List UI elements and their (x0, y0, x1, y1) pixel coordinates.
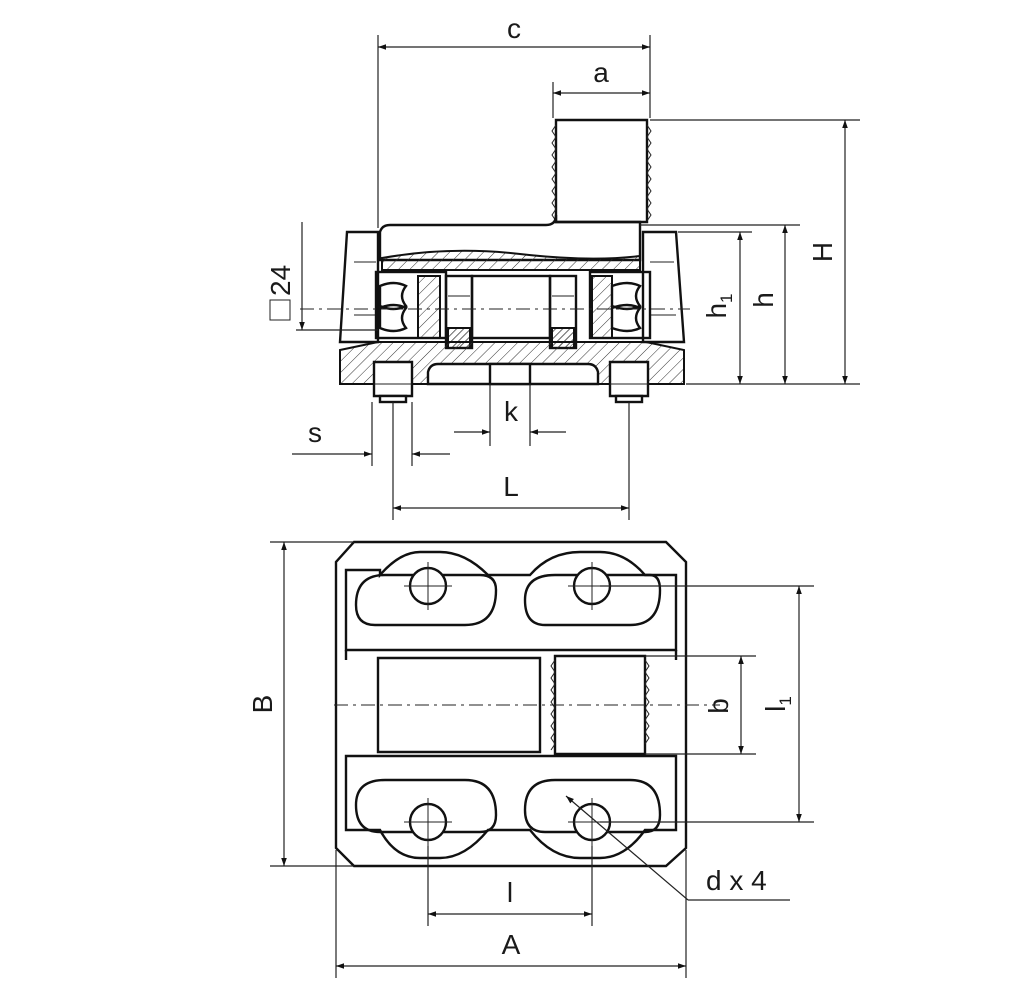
dim-h-label: h (748, 292, 779, 308)
side-view-dimensions: c a H h h1 24 k s (265, 13, 860, 520)
pad-top-right (523, 573, 662, 627)
base-plate-outline (334, 540, 688, 868)
pad-top-left (354, 573, 498, 627)
dim-square24-label: 24 (265, 265, 296, 296)
dim-square24: 24 (265, 265, 296, 321)
square-icon (269, 299, 291, 321)
jaw-section-hatch (381, 249, 641, 271)
dim-k-label: k (504, 396, 519, 427)
dim-c-label: c (507, 13, 521, 44)
dim-l1-label: l1 (760, 696, 795, 712)
key-slot (488, 362, 532, 386)
jaw-body (378, 214, 642, 262)
side-view (300, 118, 690, 404)
dim-h1-label: h1 (701, 293, 736, 318)
pad-bottom-left (354, 778, 498, 834)
lower-jaw (344, 754, 678, 860)
spindle-outline (554, 118, 649, 224)
right-foot-bolt (608, 360, 650, 398)
left-foot-bolt (372, 360, 414, 398)
spindle-thread-left (551, 124, 557, 222)
dim-l-label: l (507, 877, 513, 908)
dim-s-label: s (308, 417, 322, 448)
dim-d-label: d x 4 (706, 865, 767, 896)
pad-bottom-right (523, 778, 662, 834)
right-clamp-block (588, 270, 652, 340)
center-nut (470, 274, 552, 340)
upper-jaw (344, 550, 678, 652)
top-view-dimensions: B b l1 d x 4 l A (247, 541, 814, 978)
dim-b-label: b (703, 698, 734, 714)
right-upright (641, 230, 686, 344)
center-body (376, 656, 542, 754)
dim-H-label: H (807, 242, 838, 262)
dim-B-label: B (247, 695, 278, 714)
dim-a-label: a (593, 57, 609, 88)
spindle-thread-right (646, 124, 652, 222)
dim-L-label: L (503, 471, 519, 502)
left-upright (338, 230, 380, 344)
dim-A-label: A (502, 929, 521, 960)
dim-d-leader (565, 795, 689, 901)
top-view (334, 540, 720, 868)
